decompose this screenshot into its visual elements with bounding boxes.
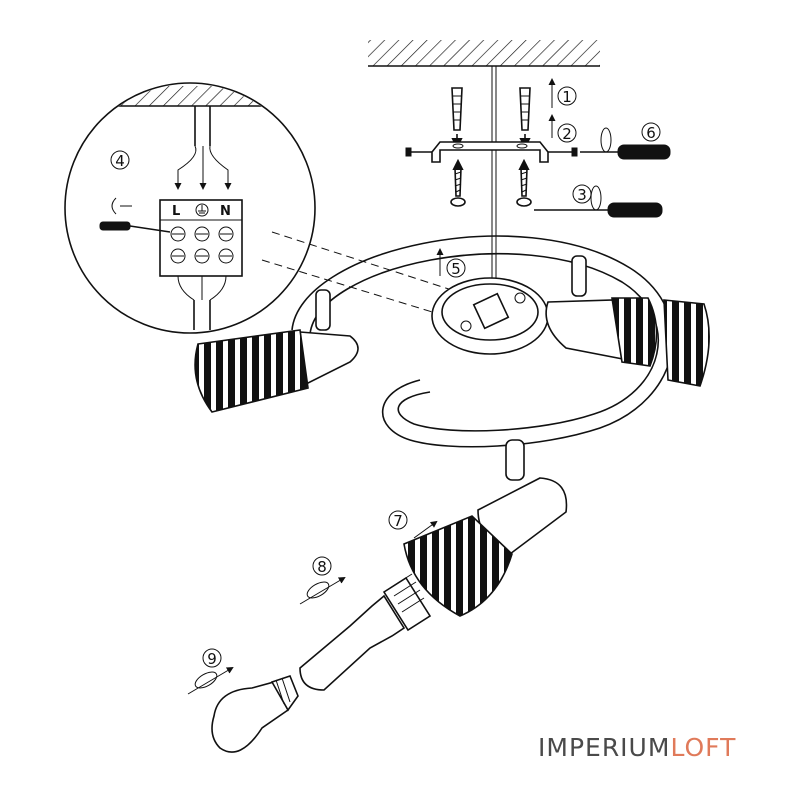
mounting-bracket [431, 141, 549, 163]
lamp-reflector [299, 594, 406, 691]
screwdriver-icon [580, 127, 671, 160]
watermark-part1: IMPERIUM [538, 733, 671, 762]
screwdriver-icon [534, 185, 663, 218]
watermark-part2: LOFT [670, 733, 737, 762]
step-3-marker: 3 [572, 184, 592, 204]
center-canopy [431, 277, 549, 355]
step-7-marker: 7 [388, 510, 408, 530]
brand-watermark: IMPERIUMLOFT [538, 733, 736, 762]
terminal-screw [170, 226, 186, 264]
step-8-label: 8 [317, 558, 327, 576]
step-5-label: 5 [451, 260, 461, 278]
step-1-label: 1 [562, 88, 572, 106]
step-6-marker: 6 [641, 122, 661, 142]
rotate-arrow-icon [187, 666, 234, 695]
spotlight-right-back [571, 255, 710, 387]
step-4-label: 4 [115, 152, 125, 170]
terminal-screw [194, 226, 210, 264]
step-1-marker: 1 [557, 86, 577, 106]
lamp-frame [291, 235, 674, 448]
step-8-marker: 8 [312, 556, 332, 576]
screw-icon [548, 147, 578, 157]
step-6-label: 6 [646, 124, 656, 142]
step-4-marker: 4 [110, 150, 130, 170]
screwdriver-icon [99, 197, 171, 233]
step-9-label: 9 [207, 650, 217, 668]
spotlight-left [194, 289, 359, 413]
spotlight-right-front [545, 297, 658, 367]
terminal-n-label: N [220, 204, 231, 219]
terminal-l-label: L [172, 204, 180, 219]
step-5-marker: 5 [446, 258, 466, 278]
lamp-socket [382, 573, 432, 632]
step-9-marker: 9 [202, 648, 222, 668]
step-2-label: 2 [562, 125, 572, 143]
screw-icon [405, 147, 432, 157]
light-bulb [211, 675, 299, 753]
terminal-screw [218, 226, 234, 264]
wall-plug-icon [451, 87, 463, 131]
spotlight-lower [403, 439, 568, 617]
screw-icon [450, 167, 466, 207]
step-7-label: 7 [393, 512, 403, 530]
rotate-arrow-icon [299, 576, 346, 605]
step-2-marker: 2 [557, 123, 577, 143]
wiring-detail-circle: L N 4 [64, 82, 316, 334]
screw-icon [516, 167, 532, 207]
step-3-label: 3 [577, 186, 587, 204]
earth-ground-icon [195, 203, 209, 217]
ceiling [368, 40, 600, 67]
wall-plug-icon [519, 87, 531, 131]
